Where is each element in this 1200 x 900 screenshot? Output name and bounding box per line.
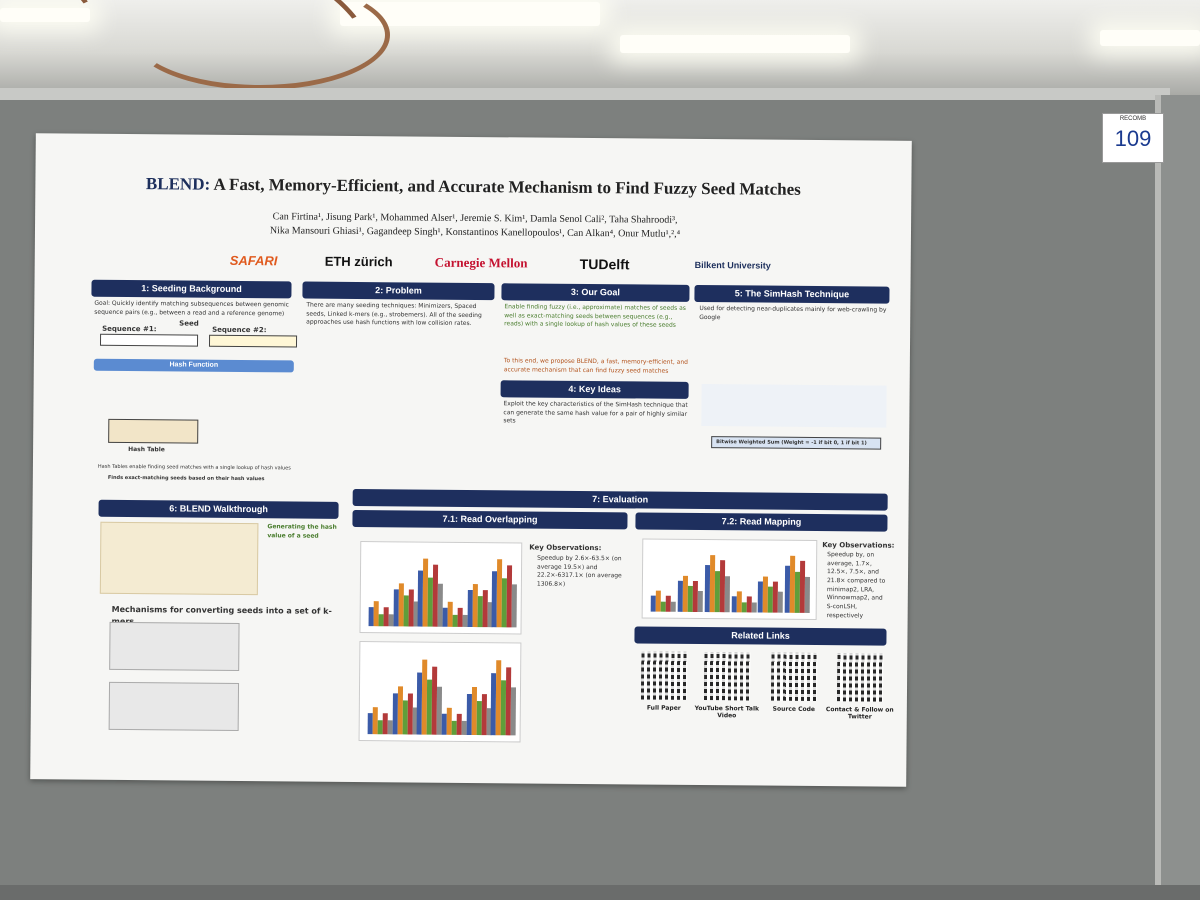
chart-bar: [778, 591, 784, 613]
qr-code-video[interactable]: [703, 652, 751, 701]
blend-s-diagram: [108, 681, 240, 731]
section-header-simhash: 5: The SimHash Technique: [694, 284, 890, 304]
ceiling-light: [1100, 30, 1200, 46]
qr-code-paper[interactable]: [640, 651, 688, 700]
link-label-video: YouTube Short Talk Video: [694, 704, 760, 720]
link-label-twitter: Contact & Follow on Twitter: [825, 706, 894, 721]
link-label-source: Source Code: [772, 705, 816, 714]
hash-function-bar: Hash Function: [93, 358, 294, 373]
booth-number-card: RECOMB 109: [1102, 113, 1164, 163]
chart-bar: [724, 576, 730, 613]
booth-number: 109: [1114, 126, 1152, 151]
qr-code-twitter[interactable]: [836, 653, 884, 702]
title-rest: A Fast, Memory-Efficient, and Accurate M…: [210, 174, 801, 199]
chart-bar: [751, 602, 757, 613]
section-header-read-mapping: 7.2: Read Mapping: [635, 512, 888, 532]
adjacent-board: [1155, 95, 1200, 900]
title-strong: BLEND:: [145, 174, 211, 194]
section-header-read-overlapping: 7.1: Read Overlapping: [352, 509, 628, 530]
walkthrough-diagram: [99, 521, 259, 596]
hash-table-box: [108, 418, 199, 444]
overlap-chart-2: [358, 641, 522, 743]
chandelier: [130, 0, 390, 90]
seeding-goal-text: Goal: Quickly identify matching subseque…: [94, 299, 290, 318]
blend-i-diagram: [109, 621, 240, 671]
chart-bar: [697, 590, 703, 613]
chart-bar: [670, 601, 676, 612]
authors-line-2: Nika Mansouri Ghiasi¹, Gagandeep Singh¹,…: [269, 225, 681, 240]
overlap-key-observations: Key Observations:: [529, 543, 602, 553]
logo-cmu: Carnegie Mellon: [434, 254, 528, 271]
ceiling: [0, 0, 1200, 131]
logo-safari: SAFARI: [229, 252, 278, 269]
ceiling-light: [0, 8, 90, 22]
ceiling-light: [620, 35, 850, 53]
mapping-chart: [641, 538, 818, 621]
sequence-1-box: [99, 333, 199, 347]
chart-bar: [804, 576, 811, 613]
overlap-observation-1: Speedup by 2.6×-63.5× (on average 19.5×)…: [536, 554, 622, 588]
goal-text-2: To this end, we propose BLEND, a fast, m…: [503, 357, 688, 375]
qr-code-source[interactable]: [770, 652, 818, 702]
section-header-key-ideas: 4: Key Ideas: [500, 380, 689, 399]
problem-text: There are many seeding techniques: Minim…: [306, 301, 482, 328]
walkthrough-step-title: Generating the hash value of a seed: [267, 523, 337, 540]
section-header-problem: 2: Problem: [302, 281, 495, 301]
logo-tudelft: TUDelft: [579, 255, 630, 273]
sequence-2-box: [208, 334, 298, 348]
section-header-evaluation: 7: Evaluation: [352, 488, 888, 511]
floor: [0, 885, 1200, 900]
booth-label: RECOMB: [1119, 116, 1147, 122]
chart-bar: [511, 584, 518, 628]
goal-text: Enable finding fuzzy (i.e., approximate)…: [504, 303, 686, 330]
weighted-sum-label: Bitwise Weighted Sum (Weight = -1 if bit…: [716, 439, 867, 447]
logo-eth: ETH zürich: [324, 253, 393, 270]
key-ideas-text: Exploit the key characteristics of the S…: [503, 400, 688, 425]
overlap-chart-1: [359, 541, 523, 635]
simhash-table: [701, 384, 887, 428]
seed-label: Seed: [179, 319, 199, 328]
logo-bilkent: Bilkent University: [694, 259, 771, 271]
chart-bar: [510, 687, 517, 736]
simhash-text: Used for detecting near-duplicates mainl…: [699, 304, 887, 321]
mapping-observation: Speedup by, on average, 1.7×, 12.5×, 7.5…: [826, 551, 886, 620]
weighted-sum-box: Bitwise Weighted Sum (Weight = -1 if bit…: [711, 436, 882, 450]
hash-table-label: Hash Table: [128, 446, 165, 454]
section-header-seeding: 1: Seeding Background: [91, 279, 292, 299]
section-header-related-links: Related Links: [634, 626, 887, 646]
section-header-goal: 3: Our Goal: [501, 283, 690, 302]
seeding-bullet-1: Hash Tables enable finding seed matches …: [97, 463, 291, 472]
section-header-walkthrough: 6: BLEND Walkthrough: [98, 499, 339, 519]
sequence-2-label: Sequence #2:: [212, 325, 267, 335]
seeding-bullet-2: Finds exact-matching seeds based on thei…: [107, 474, 265, 483]
poster: BLEND: A Fast, Memory-Efficient, and Acc…: [30, 133, 912, 787]
link-label-paper: Full Paper: [646, 704, 681, 712]
sequence-1-label: Sequence #1:: [102, 324, 157, 334]
poster-title: BLEND: A Fast, Memory-Efficient, and Acc…: [35, 173, 911, 201]
mapping-key-observations: Key Observations:: [822, 541, 895, 550]
